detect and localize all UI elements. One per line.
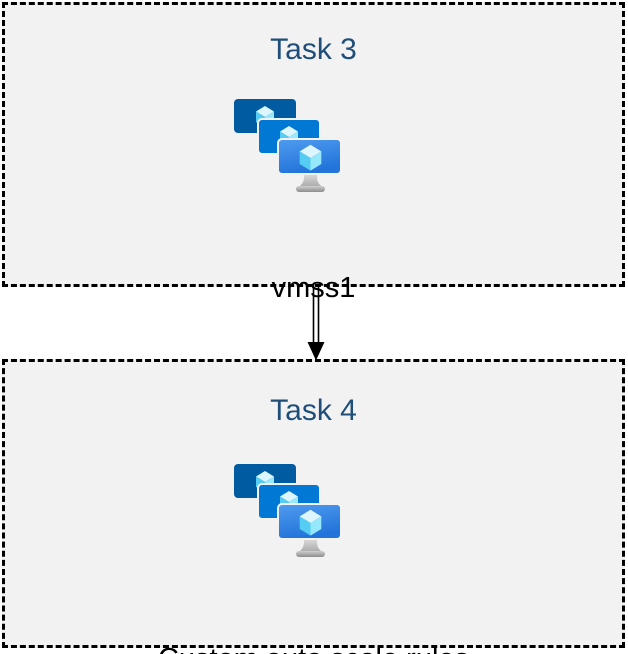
autoscale-rules-label: Custom auto scale rules: [5, 642, 622, 654]
task4-title: Task 4: [270, 394, 357, 427]
vmss-scale-set-icon: [233, 462, 343, 558]
task3-title: Task 3: [270, 33, 357, 66]
arrowhead-icon: [307, 342, 325, 361]
vmss-scale-set-icon: [233, 97, 343, 193]
task4-labels: Custom auto scale rules: [5, 574, 622, 654]
task4-box: Task 4 Custom auto scale rules: [2, 359, 625, 654]
down-arrow-connector: [307, 287, 325, 361]
task3-box: Task 3 vmss1 Zone 1, 2, 3: [2, 2, 625, 406]
